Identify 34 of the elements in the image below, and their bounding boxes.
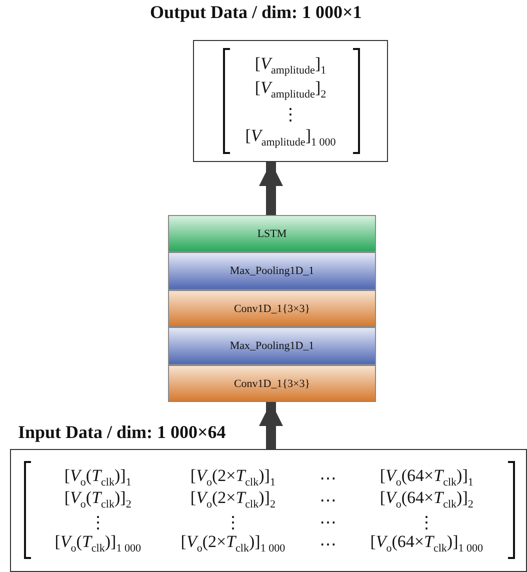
- matrix-entry: [V$_{o}$(64×T$_{clk}$)]$_{1 000}$: [369, 532, 484, 556]
- network-layer-box: [168, 327, 376, 365]
- network-layer-box: [168, 365, 376, 402]
- matrix-entry: [V$_{o}$(T$_{clk}$)]$_{2}$: [63, 488, 132, 512]
- layer-name: Max_Pooling1D_1: [230, 340, 314, 352]
- matrix-entry: [V$_{amplitude}$]$_{1}$: [254, 54, 328, 78]
- matrix-entry: ⋮: [88, 513, 108, 533]
- matrix-entry: [V$_{o}$(2×T$_{clk}$)]$_{1 000}$: [180, 532, 286, 556]
- matrix-entry: [V$_{amplitude}$]$_{1 000}$: [244, 126, 337, 150]
- thick-arrow: [259, 402, 283, 449]
- matrix-entry: [V$_{o}$(T$_{clk}$)]$_{1}$: [63, 466, 132, 490]
- network-layer-box: [168, 252, 376, 290]
- matrix-entry: [V$_{o}$(2×T$_{clk}$)]$_{2}$: [189, 488, 276, 512]
- matrix-entry: ⋮: [417, 513, 436, 533]
- network-layer-box: [168, 215, 376, 252]
- matrix-entry: [V$_{o}$(64×T$_{clk}$)]$_{2}$: [378, 488, 474, 512]
- data-heading: Input Data / dim: 1 000×64: [18, 422, 226, 443]
- data-heading: Output Data / dim: 1 000×1: [150, 2, 362, 23]
- layer-name: LSTM: [257, 228, 287, 240]
- thick-arrow: [259, 162, 283, 215]
- layer-name: Conv1D_1{3×3}: [234, 378, 310, 390]
- layer-name: Max_Pooling1D_1: [230, 265, 314, 277]
- matrix-entry: ⋯: [318, 513, 338, 533]
- matrix-entry: ⋮: [281, 105, 300, 125]
- matrix-entry: [V$_{o}$(2×T$_{clk}$)]$_{1}$: [189, 466, 276, 490]
- matrix-entry: ⋮: [223, 513, 242, 533]
- network-layer-box: [168, 290, 376, 327]
- matrix-entry: [V$_{o}$(T$_{clk}$)]$_{1 000}$: [54, 532, 142, 556]
- matrix-entry: [V$_{o}$(64×T$_{clk}$)]$_{1}$: [378, 466, 474, 490]
- matrix-entry: ⋯: [318, 491, 338, 511]
- layer-name: Conv1D_1{3×3}: [234, 302, 310, 314]
- matrix-entry: ⋯: [318, 469, 338, 489]
- matrix-entry: [V$_{amplitude}$]$_{2}$: [254, 78, 328, 102]
- matrix-entry: ⋯: [318, 535, 338, 555]
